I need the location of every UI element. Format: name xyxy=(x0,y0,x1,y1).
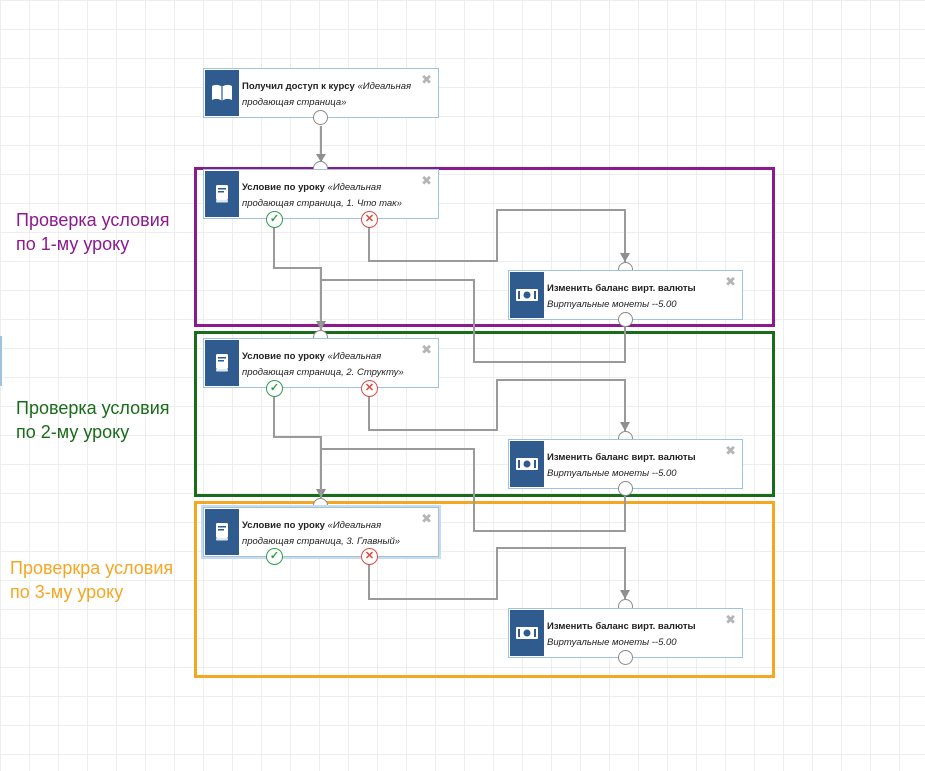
yes-output-port[interactable]: ✓ xyxy=(266,548,283,565)
output-port[interactable] xyxy=(313,110,328,125)
condition-node-1[interactable]: Условие по уроку «Идеальная продающая ст… xyxy=(203,169,439,219)
output-port[interactable] xyxy=(618,312,633,327)
lesson-icon xyxy=(205,340,239,386)
action-title: Изменить баланс вирт. валюты xyxy=(547,452,696,463)
money-icon xyxy=(510,272,544,318)
no-output-port[interactable]: ✕ xyxy=(361,380,378,397)
no-output-port[interactable]: ✕ xyxy=(361,211,378,228)
close-icon[interactable]: ✖ xyxy=(421,511,432,526)
close-icon[interactable]: ✖ xyxy=(421,342,432,357)
close-icon[interactable]: ✖ xyxy=(725,443,736,458)
action-node-1[interactable]: Изменить баланс вирт. валюты Виртуальные… xyxy=(508,270,743,320)
money-icon xyxy=(510,610,544,656)
lesson-icon xyxy=(205,171,239,217)
action-node-2[interactable]: Изменить баланс вирт. валюты Виртуальные… xyxy=(508,439,743,489)
trigger-title: Получил доступ к курсу xyxy=(242,81,355,92)
money-icon xyxy=(510,441,544,487)
offscreen-node-edge xyxy=(0,336,2,386)
condition-title: Условие по уроку xyxy=(242,520,325,531)
no-output-port[interactable]: ✕ xyxy=(361,548,378,565)
close-icon[interactable]: ✖ xyxy=(725,612,736,627)
lesson-icon xyxy=(205,509,239,555)
action-title: Изменить баланс вирт. валюты xyxy=(547,283,696,294)
yes-output-port[interactable]: ✓ xyxy=(266,211,283,228)
group-label-lesson-3: Проверкра условия по 3-му уроку xyxy=(10,558,174,602)
action-title: Изменить баланс вирт. валюты xyxy=(547,621,696,632)
action-sub: Виртуальные монеты --5.00 xyxy=(547,637,677,648)
yes-output-port[interactable]: ✓ xyxy=(266,380,283,397)
close-icon[interactable]: ✖ xyxy=(421,72,432,87)
action-sub: Виртуальные монеты --5.00 xyxy=(547,299,677,310)
condition-node-2[interactable]: Условие по уроку «Идеальная продающая ст… xyxy=(203,338,439,388)
condition-title: Условие по уроку xyxy=(242,351,325,362)
trigger-subject: «Идеальная продающая страница» xyxy=(242,81,412,108)
group-label-lesson-1: Проверка условия по 1-му уроку xyxy=(16,210,170,254)
action-text: Изменить баланс вирт. валюты Виртуальные… xyxy=(547,281,726,313)
group-label-lesson-2: Проверка условия по 2-му уроку xyxy=(16,398,170,442)
condition-subject: «Идеальная продающая страница, 3. Главны… xyxy=(242,520,401,547)
close-icon[interactable]: ✖ xyxy=(725,274,736,289)
condition-subject: «Идеальная продающая страница, 2. Структ… xyxy=(242,351,404,378)
action-node-3[interactable]: Изменить баланс вирт. валюты Виртуальные… xyxy=(508,608,743,658)
action-sub: Виртуальные монеты --5.00 xyxy=(547,468,677,479)
trigger-text: Получил доступ к курсу «Идеальная продаю… xyxy=(242,79,422,111)
action-text: Изменить баланс вирт. валюты Виртуальные… xyxy=(547,450,726,482)
output-port[interactable] xyxy=(618,650,633,665)
condition-text: Условие по уроку «Идеальная продающая ст… xyxy=(242,518,422,550)
condition-subject: «Идеальная продающая страница, 1. Что та… xyxy=(242,182,402,209)
close-icon[interactable]: ✖ xyxy=(421,173,432,188)
action-text: Изменить баланс вирт. валюты Виртуальные… xyxy=(547,619,726,651)
book-icon xyxy=(205,70,239,116)
condition-text: Условие по уроку «Идеальная продающая ст… xyxy=(242,180,422,212)
condition-title: Условие по уроку xyxy=(242,182,325,193)
condition-text: Условие по уроку «Идеальная продающая ст… xyxy=(242,349,422,381)
output-port[interactable] xyxy=(618,481,633,496)
condition-node-3[interactable]: Условие по уроку «Идеальная продающая ст… xyxy=(203,507,439,557)
